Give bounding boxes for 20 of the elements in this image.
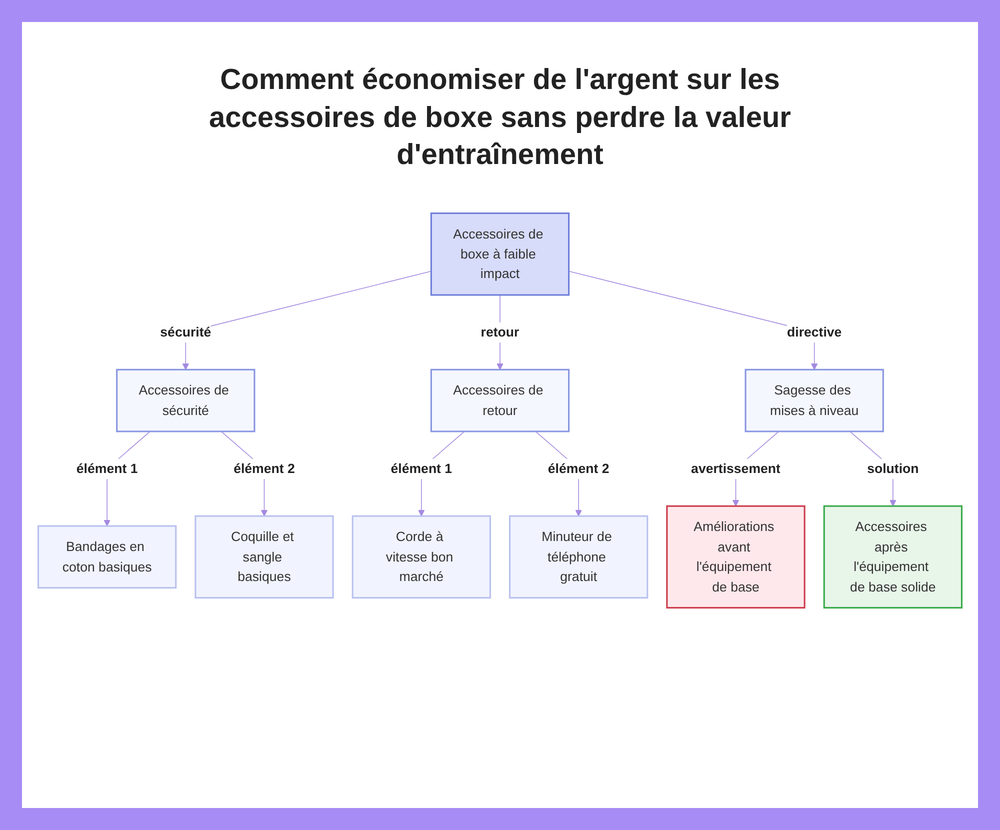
edge-label: élément 2 xyxy=(234,461,295,476)
node-box: Corde à vitesse bon marché xyxy=(352,515,491,599)
edge-label: élément 1 xyxy=(76,461,138,476)
node-box: Minuteur de téléphone gratuit xyxy=(509,515,648,599)
edge-label: retour xyxy=(480,324,520,340)
node-box: Bandages en coton basiques xyxy=(37,525,177,589)
diagram-title: Comment économiser de l'argent sur les accessoires de boxe sans perdre la valeur d'entraînement xyxy=(208,63,792,174)
node-box: Accessoires de sécurité xyxy=(116,368,256,432)
node-box: Accessoires de boxe à faible impact xyxy=(430,212,570,296)
edge-label: élément 1 xyxy=(390,461,452,476)
edge-label: sécurité xyxy=(160,324,212,340)
edge-label: solution xyxy=(867,461,919,476)
node-box: Améliorations avant l'équipement de base xyxy=(666,505,806,609)
edge-label: avertissement xyxy=(691,461,780,476)
node-box: Accessoires après l'équipement de base solide xyxy=(823,505,963,609)
node-box: Sagesse des mises à niveau xyxy=(744,368,884,432)
node-box: Coquille et sangle basiques xyxy=(194,515,334,599)
node-box: Accessoires de retour xyxy=(430,368,570,432)
edge-label: directive xyxy=(787,324,842,340)
edge-label: élément 2 xyxy=(548,461,610,476)
